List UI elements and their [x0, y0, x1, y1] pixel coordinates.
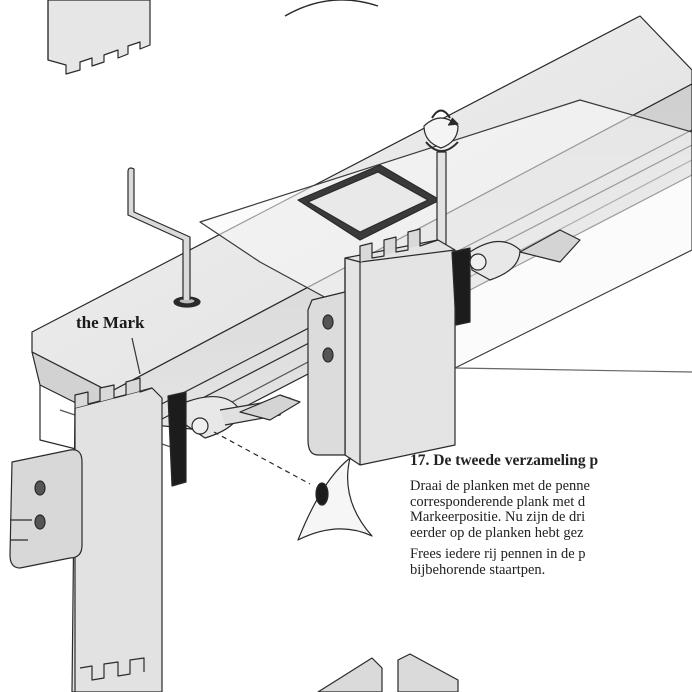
eye-icon [297, 457, 373, 541]
step-paragraph-2: Frees iedere rij pennen in de p bijbehor… [410, 546, 692, 578]
left-front-board [71, 377, 163, 692]
step-paragraph-1-line: Markeerpositie. Nu zijn de dri [410, 509, 586, 525]
step-paragraph-1: Draai de planken met de penne correspond… [410, 478, 692, 541]
mark-label: the Mark [76, 313, 145, 332]
right-standing-board [344, 228, 456, 466]
instruction-block: 17. De tweede verzameling p Draai de pla… [410, 452, 692, 584]
clamp-right-black [451, 247, 471, 326]
step-paragraph-1-line: corresponderende plank met d [410, 493, 586, 510]
top-left-board [47, 0, 151, 75]
left-clamp-plate [9, 449, 83, 569]
mark-leader [131, 337, 141, 375]
step-title: 17. De tweede verzameling p [410, 452, 599, 469]
step-paragraph-2-line: bijbehorende staartpen. [410, 561, 546, 578]
step-paragraph-1-line: eerder op de planken hebt gez [410, 524, 584, 541]
rail-stop-left [239, 394, 301, 421]
right-rear-board [307, 291, 346, 456]
bottom-board-right [397, 653, 459, 692]
step-paragraph-2-line: Frees iedere rij pennen in de p [410, 546, 586, 562]
sight-line [213, 431, 311, 485]
clamp-right-lever [469, 240, 521, 281]
top-arc [284, 0, 379, 17]
mark-pin [127, 167, 201, 308]
rail-stop-right [519, 229, 581, 263]
clamp-left-black [167, 391, 187, 487]
bottom-board-left [317, 657, 383, 692]
step-paragraph-1-line: Draai de planken met de penne [410, 478, 590, 494]
